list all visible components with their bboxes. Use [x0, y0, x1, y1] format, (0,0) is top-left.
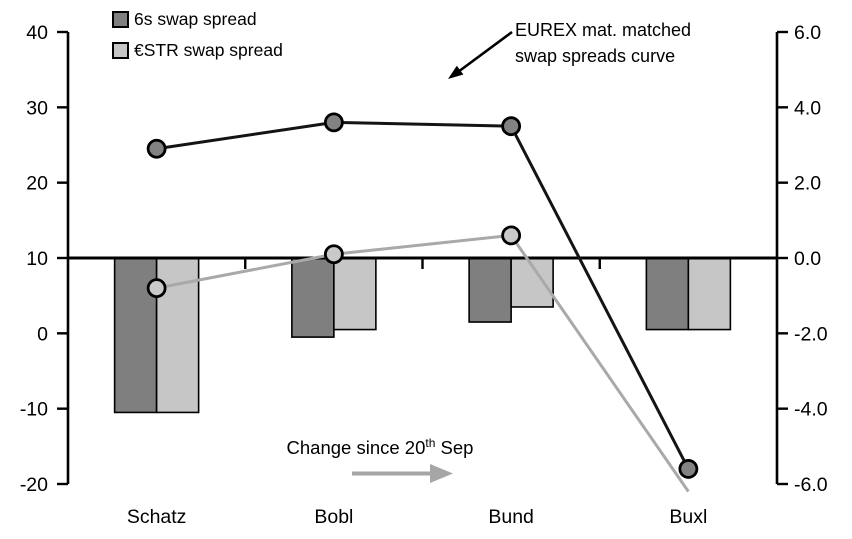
marker-6s-bobl	[323, 112, 344, 133]
change-annotation-text-suffix: Sep	[435, 437, 474, 458]
right-axis-tick-label: 6.0	[794, 22, 821, 44]
curve-annotation-line1: EUREX mat. matched	[515, 20, 692, 40]
bar-bobl-estr	[333, 257, 377, 331]
legend-swatch-estr	[112, 41, 129, 59]
line-6s-curve	[156, 120, 690, 470]
legend: 6s swap spread €STR swap spread	[112, 8, 283, 70]
change-arrowhead-icon	[430, 464, 453, 483]
right-axis-tick-label: -4.0	[794, 399, 828, 421]
legend-label-6s: 6s swap spread	[134, 9, 257, 29]
right-axis-tick-label: 2.0	[794, 173, 821, 195]
marker-6s-buxl	[678, 459, 699, 479]
change-annotation-superscript: th	[425, 435, 436, 450]
legend-label-estr: €STR swap spread	[134, 40, 283, 60]
category-label-bund: Bund	[488, 506, 534, 528]
left-axis-tick-label: -20	[20, 474, 48, 496]
legend-swatch-6s	[112, 10, 129, 28]
left-axis-tick-label: 10	[26, 248, 48, 270]
left-axis-tick-label: -10	[20, 399, 48, 421]
bar-buxl-6s	[645, 257, 690, 331]
left-axis-tick-label: 40	[26, 22, 48, 44]
bar-bund-6s	[468, 257, 512, 323]
bar-buxl-estr	[687, 257, 732, 331]
change-annotation: Change since 20th Sep	[278, 437, 482, 459]
curve-annotation-arrow-icon	[459, 30, 513, 72]
curve-annotation-arrowhead-icon	[448, 65, 464, 79]
right-axis-tick-label: -2.0	[794, 323, 828, 345]
category-label-schatz: Schatz	[127, 506, 187, 528]
annotation-arrows	[352, 30, 513, 483]
category-label-buxl: Buxl	[669, 506, 707, 528]
marker-6s-bund	[501, 116, 522, 137]
left-axis-tick-label: 0	[37, 323, 48, 345]
plot-content: 403020100-10-206.04.02.00.0-2.0-4.0-6.0S…	[20, 22, 828, 528]
right-axis-tick-label: 0.0	[794, 248, 821, 270]
category-label-bobl: Bobl	[314, 506, 353, 528]
legend-item-estr: €STR swap spread	[112, 39, 283, 61]
curve-annotation: EUREX mat. matched swap spreads curve	[515, 17, 691, 69]
right-axis-tick-label: 4.0	[794, 97, 821, 119]
marker-estr-bobl	[323, 244, 344, 265]
bar-bobl-6s	[291, 257, 335, 338]
change-annotation-text: Change since 20	[286, 437, 426, 458]
line-estr-curve	[156, 233, 690, 493]
legend-item-6s: 6s swap spread	[112, 8, 283, 30]
curve-annotation-line2: swap spreads curve	[515, 46, 676, 66]
left-axis-tick-label: 30	[26, 97, 48, 119]
marker-estr-schatz	[146, 278, 167, 299]
left-axis-tick-label: 20	[26, 173, 48, 195]
marker-6s-schatz	[146, 138, 167, 159]
right-axis-tick-label: -6.0	[794, 474, 828, 496]
marker-estr-bund	[501, 225, 522, 246]
